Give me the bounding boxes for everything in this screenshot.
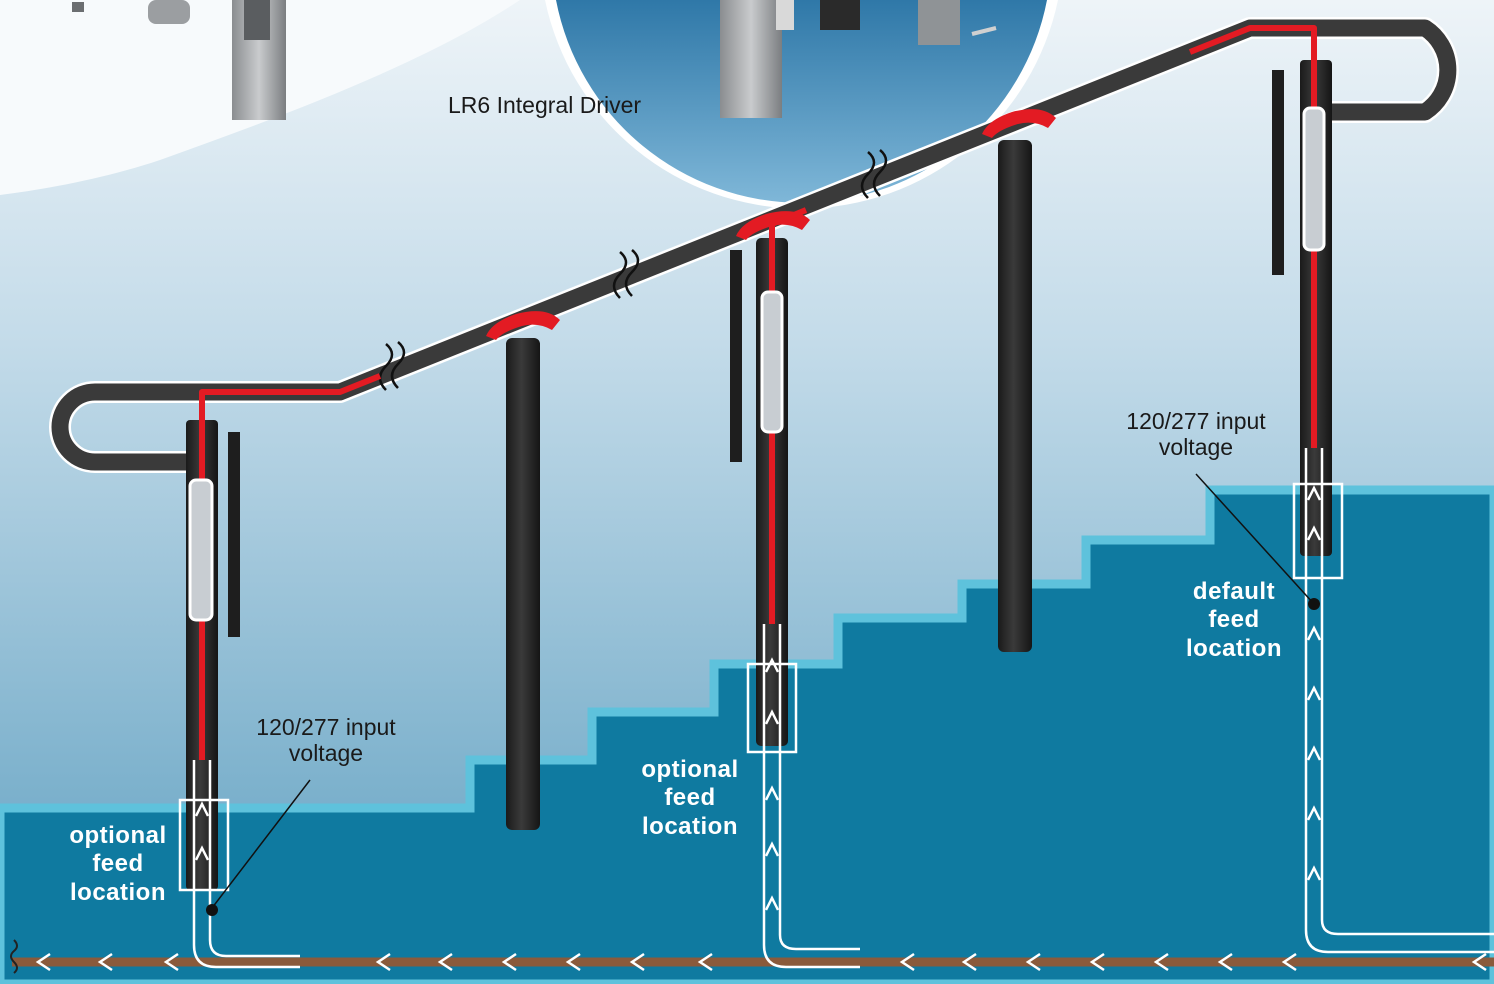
conduit-flow-arrows <box>194 485 1322 911</box>
leader-dot-left <box>206 904 218 916</box>
right-feed-line1: default <box>1192 578 1276 605</box>
middle-feed-line1: optional <box>641 756 739 783</box>
middle-feed-label: optional feed location <box>624 756 756 841</box>
left-voltage-label: 120/277 input voltage <box>226 714 426 767</box>
left-feed-line3: location <box>69 878 166 906</box>
feed-conduits <box>178 448 1494 969</box>
left-feed-line1: optional <box>69 822 167 849</box>
middle-feed-line3: location <box>641 812 738 840</box>
right-voltage-line1: 120/277 input <box>1126 408 1266 434</box>
post-4 <box>998 140 1032 652</box>
inset-post-photo <box>72 0 286 120</box>
right-feed-line2: feed <box>1208 606 1260 634</box>
left-voltage-line1: 120/277 input <box>256 714 396 740</box>
right-feed-label: default feed location <box>1168 578 1300 663</box>
pipe-break-mark <box>10 939 18 974</box>
leader-lines <box>211 473 1315 909</box>
right-feed-line3: location <box>1185 634 1282 662</box>
rail-break-marks <box>378 149 888 391</box>
right-voltage-line2: voltage <box>1158 434 1234 461</box>
middle-feed-line2: feed <box>664 784 716 812</box>
right-voltage-label: 120/277 input voltage <box>1096 408 1296 461</box>
driver-label: LR6 Integral Driver <box>448 92 642 118</box>
post-2 <box>506 338 540 830</box>
driver-modules <box>188 106 1326 622</box>
left-feed-line2: feed <box>92 850 144 878</box>
left-voltage-line2: voltage <box>288 740 364 767</box>
left-feed-label: optional feed location <box>52 822 184 907</box>
ground-flow-arrows <box>35 952 1487 972</box>
leader-dot-right <box>1308 598 1320 610</box>
handrail-core <box>51 19 1457 471</box>
